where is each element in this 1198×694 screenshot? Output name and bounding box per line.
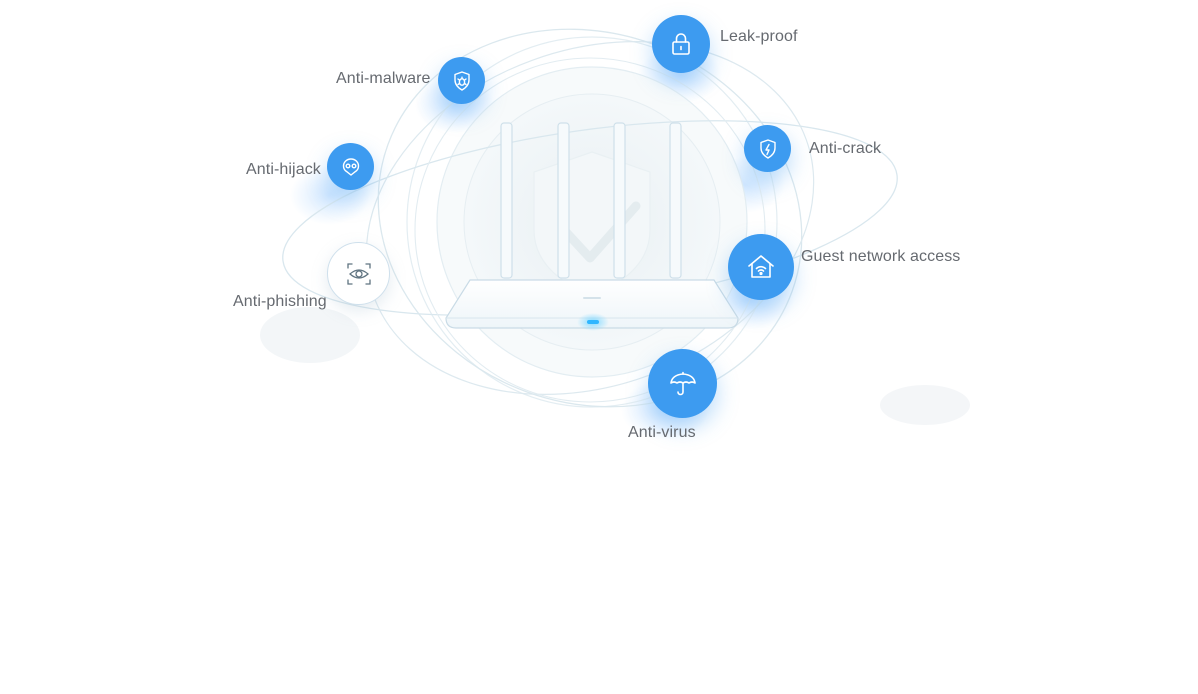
feature-label-anti-hijack: Anti-hijack (246, 161, 321, 178)
feature-label-guest-network-access: Guest network access (801, 248, 961, 265)
eye-scan-icon (327, 242, 390, 305)
umbrella-icon (648, 349, 717, 418)
hijack-face-icon (327, 143, 374, 190)
feature-label-leak-proof: Leak-proof (720, 28, 798, 45)
feature-label-anti-virus: Anti-virus (628, 424, 696, 441)
feature-label-anti-malware: Anti-malware (336, 70, 431, 87)
orbit-ellipse (414, 57, 766, 403)
shield-bug-icon (438, 57, 485, 104)
status-led (587, 320, 599, 324)
shield-lightning-icon (744, 125, 791, 172)
lock-icon (652, 15, 710, 73)
home-wifi-icon (728, 234, 794, 300)
glow (880, 385, 970, 425)
feature-label-anti-phishing: Anti-phishing (233, 293, 327, 310)
glow (260, 307, 360, 363)
router-body (445, 279, 739, 331)
orbit-ring (406, 36, 778, 408)
router-antennas (500, 122, 682, 279)
feature-label-anti-crack: Anti-crack (809, 140, 882, 157)
